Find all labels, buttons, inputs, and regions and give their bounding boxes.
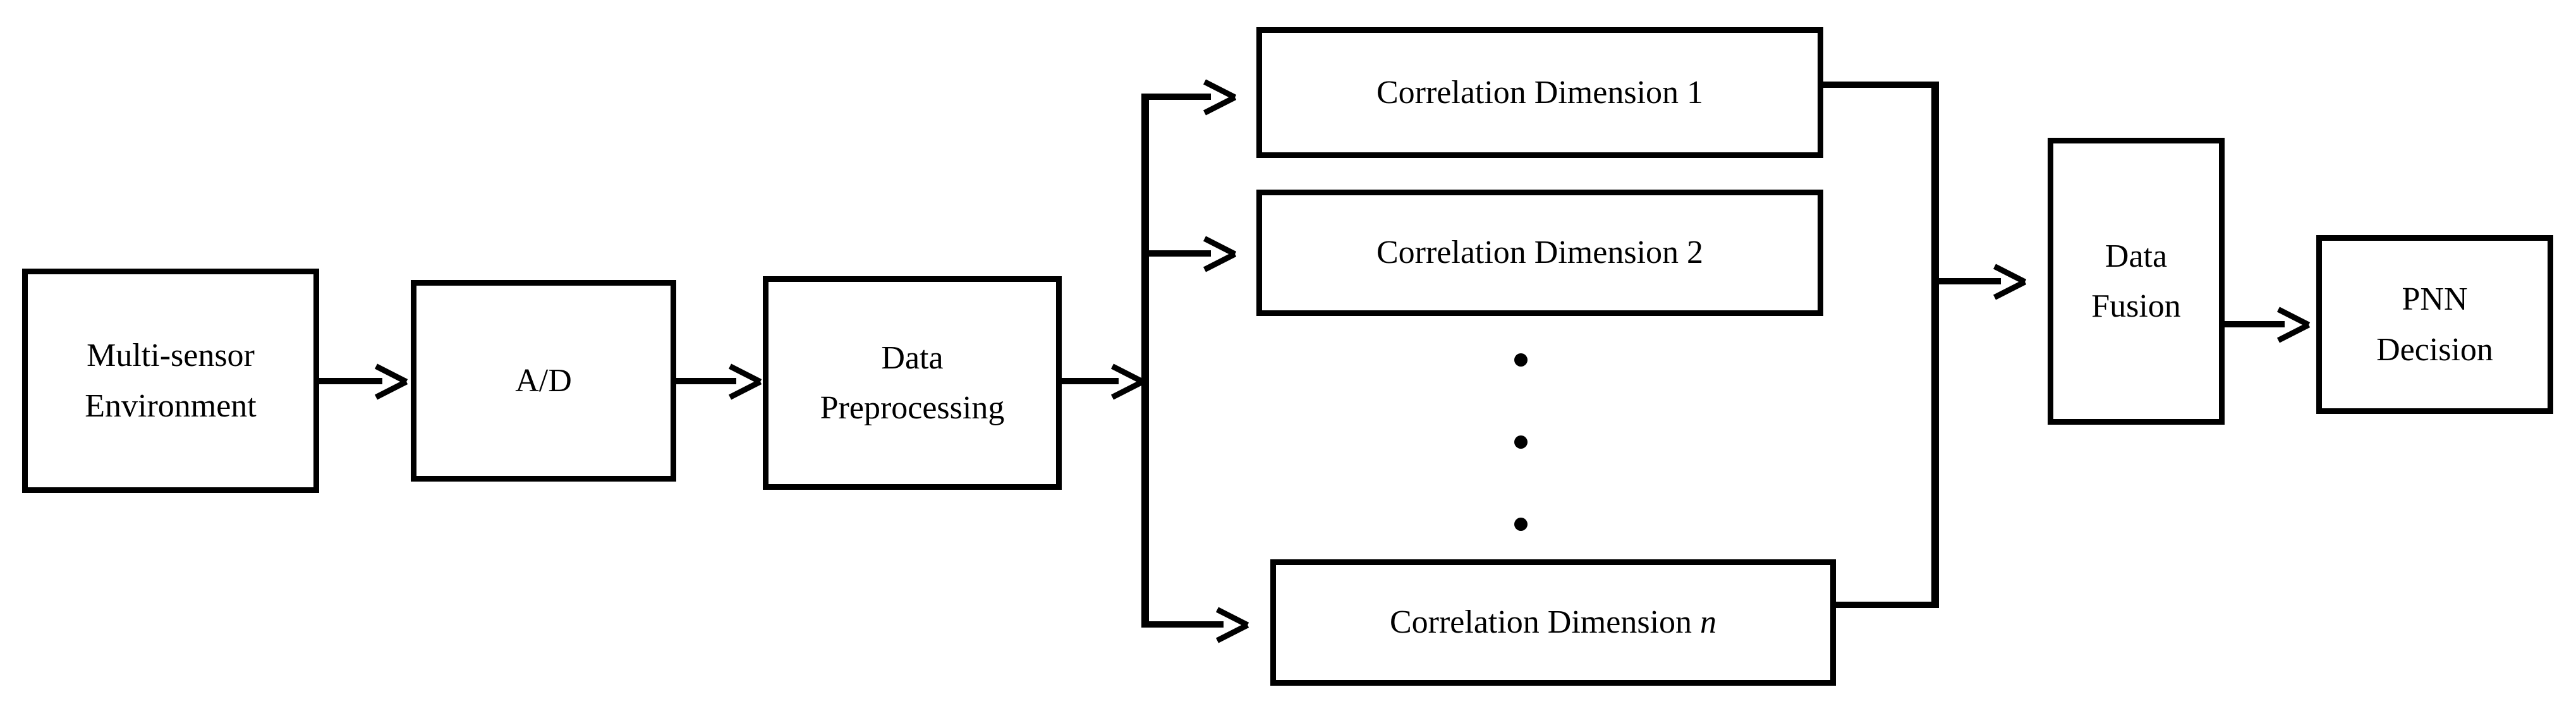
bus-line-collection (1931, 82, 1939, 608)
arrowhead-preprocessing-input (728, 361, 762, 400)
node-multi-sensor-line2: Environment (85, 387, 257, 424)
bus-line-distribution (1141, 94, 1149, 628)
connector-bus-to-data-fusion (1931, 278, 2001, 284)
node-correlation-dimension-n[interactable]: Correlation Dimension n (1270, 559, 1836, 686)
branch-line-to-cd1 (1141, 94, 1211, 100)
ellipsis-dot-2 (1514, 435, 1528, 449)
node-preprocessing-line2: Preprocessing (820, 390, 1005, 426)
node-preprocessing-line1: Data (881, 339, 944, 376)
node-data-fusion-line2: Fusion (2091, 288, 2181, 324)
node-data-preprocessing[interactable]: Data Preprocessing (763, 276, 1062, 490)
node-correlation-dimension-1[interactable]: Correlation Dimension 1 (1256, 27, 1823, 158)
arrowhead-cd2-input (1203, 233, 1237, 272)
ellipsis-dot-3 (1514, 518, 1528, 531)
branch-line-to-cdn (1141, 621, 1224, 628)
collector-line-from-cd1 (1818, 82, 1939, 88)
arrowhead-cd1-input (1203, 76, 1237, 116)
node-data-fusion[interactable]: Data Fusion (2048, 138, 2225, 425)
branch-line-to-cd2 (1141, 250, 1211, 257)
node-multi-sensor-environment[interactable]: Multi-sensor Environment (22, 269, 319, 493)
connector-multisensor-to-ad (319, 378, 382, 384)
node-cd1-label: Correlation Dimension 1 (1376, 74, 1704, 111)
collector-line-from-cdn (1830, 602, 1939, 608)
arrowhead-pnn-input (2276, 304, 2311, 343)
node-cd2-label: Correlation Dimension 2 (1376, 234, 1704, 271)
node-pnn-decision-line1: PNN (2402, 281, 2468, 318)
node-multi-sensor-line1: Multi-sensor (87, 337, 255, 374)
node-analog-to-digital[interactable]: A/D (411, 280, 676, 482)
connector-ad-to-preprocessing (676, 378, 736, 384)
node-pnn-decision[interactable]: PNN Decision (2316, 235, 2553, 414)
ellipsis-dot-1 (1514, 353, 1528, 367)
arrowhead-ad-input (374, 361, 408, 400)
node-data-fusion-line1: Data (2105, 238, 2168, 274)
arrowhead-cdn-input (1215, 604, 1249, 643)
arrowhead-bus-input (1110, 361, 1145, 400)
arrowhead-data-fusion-input (1993, 261, 2027, 300)
node-ad-label: A/D (515, 362, 572, 399)
node-cdn-prefix: Correlation Dimension (1389, 604, 1701, 641)
node-pnn-decision-line2: Decision (2376, 331, 2493, 368)
connector-preprocessing-to-bus (1062, 378, 1119, 384)
node-correlation-dimension-2[interactable]: Correlation Dimension 2 (1256, 190, 1823, 316)
connector-data-fusion-to-pnn (2225, 321, 2285, 327)
node-cdn-label: Correlation Dimension n (1390, 597, 1716, 647)
node-cdn-variable: n (1700, 604, 1717, 641)
